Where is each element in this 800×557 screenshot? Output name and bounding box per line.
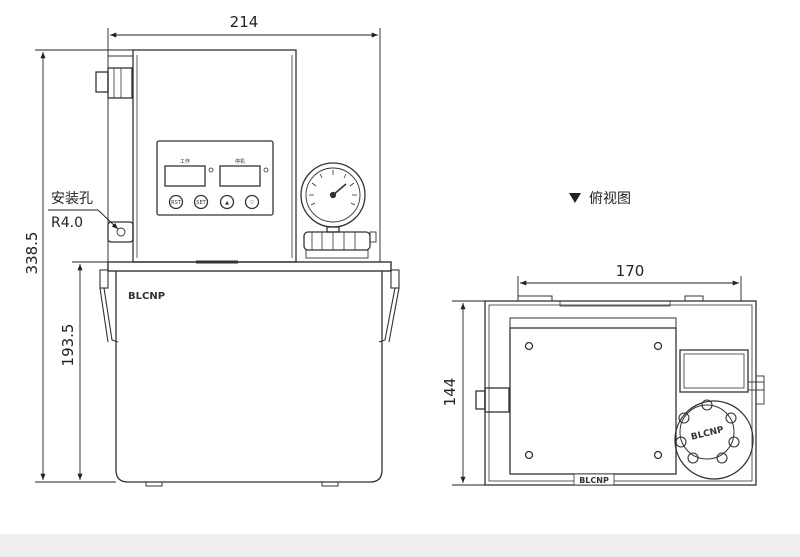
- oil-tank: [115, 271, 383, 483]
- rst-button-label: RST: [171, 200, 182, 206]
- footer-band: [0, 534, 800, 557]
- dim-front-width-label: 214: [230, 13, 259, 31]
- front-logo: BLCNP: [128, 291, 165, 302]
- mounting-hole: [116, 227, 126, 237]
- knob-logo: BLCNP: [690, 425, 725, 443]
- right-display: [219, 165, 261, 187]
- left-display: [164, 165, 206, 187]
- top-view-title: 俯视图: [589, 191, 631, 207]
- right-display-label: 停机: [235, 158, 245, 165]
- callout-hole-radius: R4.0: [51, 215, 83, 231]
- dim-top-width-label: 170: [616, 262, 645, 280]
- top-cover-plate: [509, 327, 677, 475]
- dim-overall-height-label: 338.5: [23, 232, 41, 275]
- left-display-label: 工作: [180, 158, 190, 165]
- top-logo-plate: [573, 473, 615, 486]
- down-triangle-icon: [569, 193, 581, 203]
- dim-top-depth: [452, 300, 485, 486]
- dim-tank-height-label: 193.5: [59, 324, 77, 367]
- up-button[interactable]: [219, 194, 235, 210]
- dim-tank-height: [72, 261, 108, 480]
- rst-button[interactable]: [168, 194, 184, 210]
- up-button-label: ▲: [225, 200, 229, 206]
- top-view: [475, 295, 765, 486]
- callout-arrow: [97, 209, 119, 230]
- dim-front-width: [107, 28, 381, 262]
- down-button[interactable]: [244, 194, 260, 210]
- dim-top-width: [517, 276, 742, 301]
- filler-knob: [674, 399, 754, 480]
- tank-lid: [107, 261, 392, 272]
- front-view: [95, 49, 400, 487]
- dim-top-depth-label: 144: [441, 378, 459, 407]
- set-button-label: SET: [196, 200, 206, 206]
- set-button[interactable]: [193, 194, 209, 210]
- filler-cap: [303, 231, 377, 259]
- top-switch-box: [679, 349, 749, 393]
- top-view-logo: BLCNP: [579, 476, 609, 485]
- down-button-label: ▽: [250, 200, 254, 206]
- control-panel: [156, 140, 274, 216]
- tank-clips: [99, 269, 400, 343]
- callout-mounting-hole: 安装孔: [51, 191, 93, 207]
- pressure-gauge: [300, 162, 366, 233]
- cable-gland: [95, 67, 133, 99]
- dim-overall-height: [35, 49, 133, 483]
